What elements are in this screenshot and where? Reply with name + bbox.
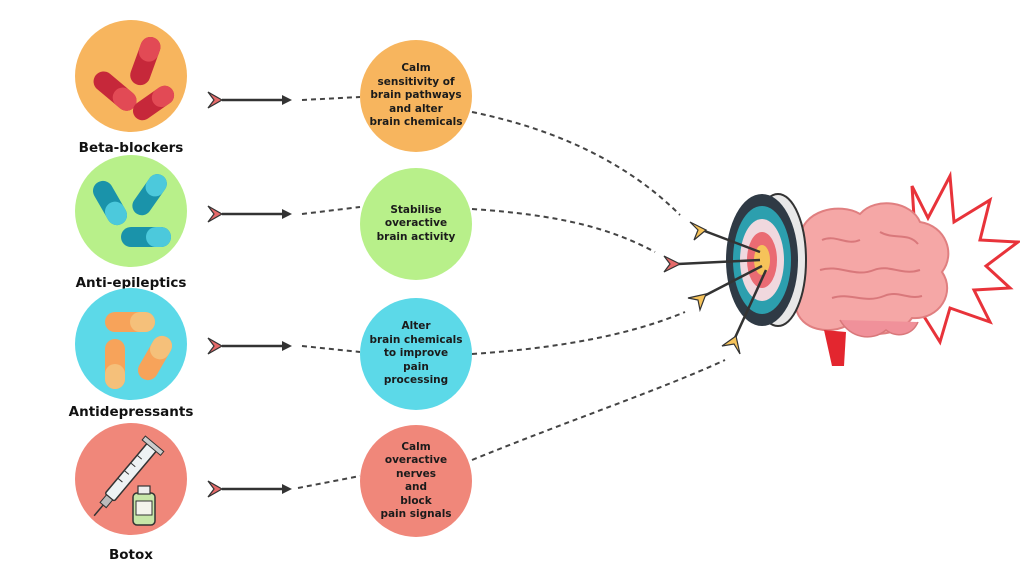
drug-label: Botox xyxy=(108,547,153,563)
drug-label: Beta-blockers xyxy=(78,140,184,156)
brain-icon xyxy=(782,202,950,366)
effect-circle: Stabilise overactive brain activity xyxy=(360,168,472,280)
row-anti-epileptics: Anti-epileptics Stabilise overactive bra… xyxy=(0,155,1024,295)
row-antidepressants: Antidepressants Alter brain chemicals to… xyxy=(0,288,1024,428)
capsule-icon xyxy=(93,36,175,121)
dart-icon xyxy=(663,255,761,273)
effect-text: Alter brain chemicals to improve pain pr… xyxy=(369,320,463,387)
arrow-icon xyxy=(207,480,292,498)
effect-circle: Calm overactive nerves and block pain si… xyxy=(360,425,472,537)
drug-label: Antidepressants xyxy=(68,404,194,420)
syringe-icon xyxy=(93,435,165,526)
arrow-icon xyxy=(207,205,292,223)
effect-text: Calm sensitivity of brain pathways and a… xyxy=(369,62,463,129)
row-botox: Botox Calm overactive nerves and block p… xyxy=(0,423,1024,563)
effect-circle: Calm sensitivity of brain pathways and a… xyxy=(360,40,472,152)
pain-burst-icon xyxy=(910,170,1020,346)
effect-circle: Alter brain chemicals to improve pain pr… xyxy=(360,298,472,410)
drug-label: Anti-epileptics xyxy=(75,275,187,291)
effect-text: Calm overactive nerves and block pain si… xyxy=(380,440,452,521)
drug-circle xyxy=(75,155,187,267)
dart-icon xyxy=(689,221,761,254)
capsule-icon xyxy=(105,312,172,389)
arrow-icon xyxy=(207,337,292,355)
dart-icon xyxy=(687,264,763,313)
drug-circle xyxy=(75,20,187,132)
drug-circle xyxy=(75,423,187,535)
effect-text: Stabilise overactive brain activity xyxy=(376,203,456,243)
arrow-icon xyxy=(207,91,292,109)
dart-icon xyxy=(721,269,768,355)
target-and-brain xyxy=(663,170,1020,366)
drug-circle xyxy=(75,288,187,400)
capsule-icon xyxy=(93,174,171,247)
row-beta-blockers: Beta-blockers Calm sensitivity of brain … xyxy=(0,20,1024,160)
dartboard-target-icon xyxy=(726,194,798,326)
